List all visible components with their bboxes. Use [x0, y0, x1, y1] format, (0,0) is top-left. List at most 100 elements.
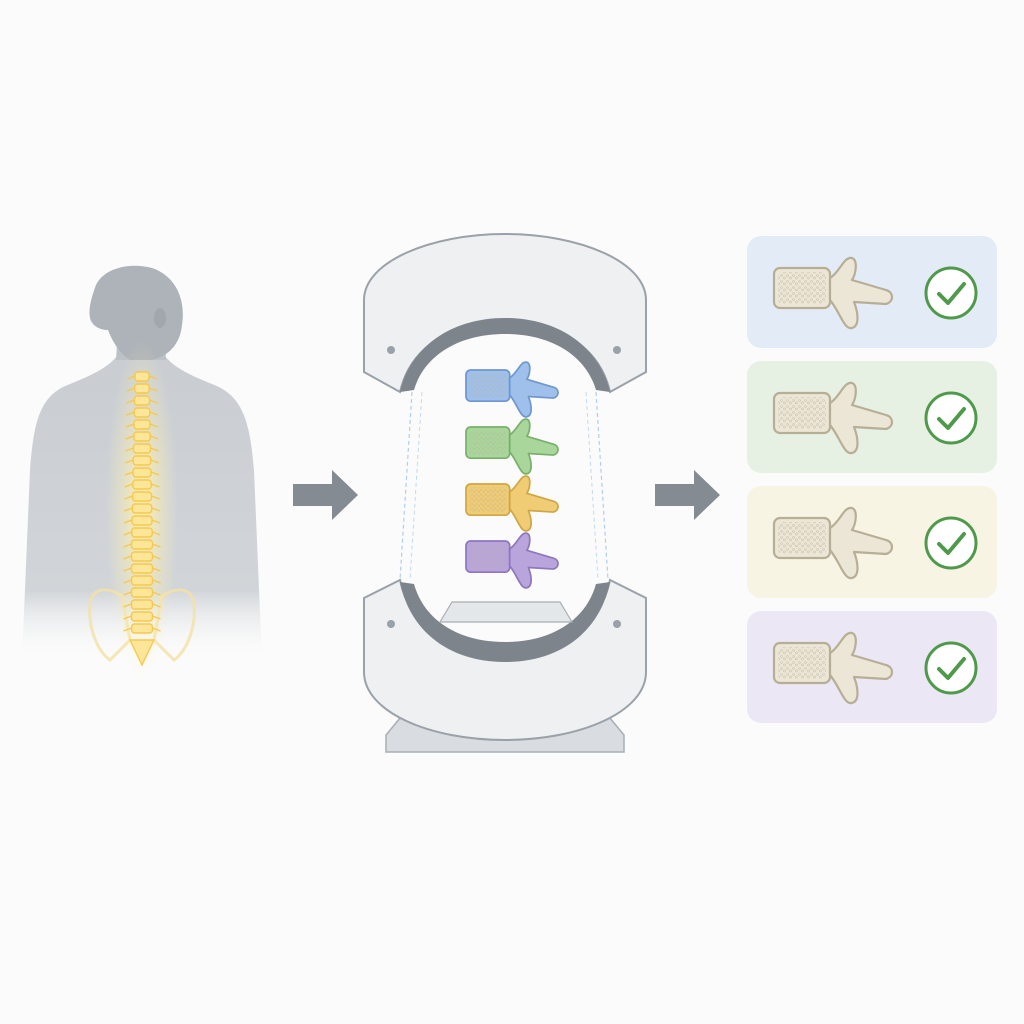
spine-process [123, 543, 161, 548]
result-vertebra [772, 256, 894, 330]
spine-process [123, 591, 161, 596]
scanner-top-ring [363, 232, 647, 394]
spine-vertebra [130, 587, 154, 598]
spine-vertebra [130, 563, 154, 574]
scan-beam-left [399, 391, 413, 581]
result-vertebra-process [828, 506, 894, 580]
flow-arrow-2 [655, 470, 720, 520]
spine-process [124, 483, 160, 488]
scan-vertebra [465, 475, 559, 532]
spine-vertebra [132, 455, 152, 466]
spine-vertebra [133, 419, 151, 430]
spine-process [125, 435, 159, 440]
spine-process [123, 519, 161, 524]
patient-head [89, 265, 183, 360]
spine-process [124, 471, 160, 476]
spine-process [126, 387, 158, 392]
spine-vertebra [133, 395, 151, 406]
spine-vertebra [131, 527, 153, 538]
scan-vertebra [465, 532, 559, 589]
spine-process [123, 567, 161, 572]
spine-process [123, 627, 161, 632]
sacrum [128, 639, 156, 667]
spine-vertebra [130, 611, 154, 622]
spine-vertebra [131, 491, 153, 502]
check-icon-mark [937, 532, 966, 555]
spine-process [123, 579, 161, 584]
scan-beam-right [585, 391, 599, 581]
spine-process [126, 375, 158, 380]
scanner-bottom-inner [400, 582, 610, 662]
spine-process [123, 615, 161, 620]
spine-vertebra [134, 383, 150, 394]
spine-process [125, 447, 159, 452]
scan-vertebra-texture [469, 430, 507, 456]
check-icon [924, 266, 978, 320]
result-vertebra [772, 506, 894, 580]
spine-process [123, 555, 161, 560]
spine-vertebra [130, 599, 154, 610]
result-vertebra-process [828, 631, 894, 705]
flow-arrow-1 [293, 470, 358, 520]
spine-process [123, 531, 161, 536]
spine-vertebra [130, 551, 154, 562]
spine-process [125, 423, 159, 428]
spine-process [125, 459, 159, 464]
spine-vertebra [132, 443, 152, 454]
scanner-bolt [613, 620, 621, 628]
scan-vertebra-texture [469, 487, 507, 513]
result-vertebra-process [828, 256, 894, 330]
check-icon-mark [937, 407, 966, 430]
result-cards [747, 236, 997, 723]
spine-vertebra [130, 623, 154, 634]
scan-vertebra-process [508, 532, 559, 589]
scanner-bolt [613, 346, 621, 354]
result-vertebra [772, 631, 894, 705]
scanner-bolt [387, 620, 395, 628]
check-icon-mark [937, 282, 966, 305]
spine-process [124, 495, 160, 500]
scan-vertebra [465, 418, 559, 475]
spine-vertebra [132, 467, 152, 478]
result-vertebra-texture [778, 647, 826, 679]
spine-vertebra [133, 431, 151, 442]
spine-vertebra [131, 503, 153, 514]
scanner-top-inner [400, 318, 610, 392]
result-vertebra [772, 381, 894, 455]
spine-vertebra [134, 371, 150, 382]
spine-process [124, 507, 160, 512]
result-vertebra-texture [778, 522, 826, 554]
spine-process [123, 603, 161, 608]
check-icon [924, 391, 978, 445]
result-vertebra-process [828, 381, 894, 455]
scan-vertebra-process [508, 361, 559, 418]
spine-vertebra [133, 407, 151, 418]
patient-figure [22, 265, 262, 680]
spine-process [126, 411, 158, 416]
scan-vertebra-process [508, 418, 559, 475]
scan-vertebra-texture [469, 544, 507, 570]
spine-vertebra [132, 479, 152, 490]
check-icon-mark [937, 657, 966, 680]
check-icon [924, 516, 978, 570]
scanner-bed [438, 601, 574, 623]
result-vertebra-texture [778, 397, 826, 429]
spine-vertebra [130, 575, 154, 586]
spine-vertebra [131, 515, 153, 526]
scanner-bolt [387, 346, 395, 354]
result-vertebra-texture [778, 272, 826, 304]
scan-vertebra [465, 361, 559, 418]
spine-vertebrae [123, 371, 161, 667]
segmented-vertebrae [465, 361, 559, 589]
check-icon [924, 641, 978, 695]
spine-process [126, 399, 158, 404]
scan-beam-left [409, 391, 423, 581]
patient-ear [154, 308, 166, 328]
scan-vertebra-process [508, 475, 559, 532]
spine-vertebra [130, 539, 154, 550]
scanner [363, 232, 647, 753]
scan-beam-right [595, 391, 609, 581]
scan-vertebra-texture [469, 373, 507, 399]
